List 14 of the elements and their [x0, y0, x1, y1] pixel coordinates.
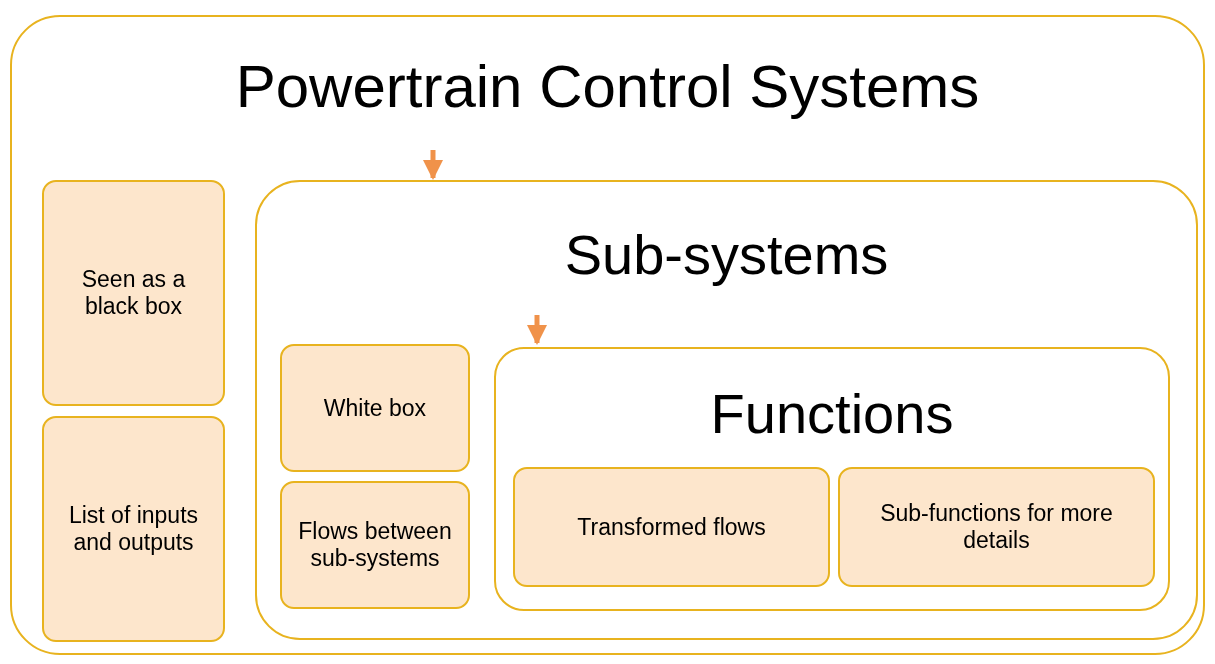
- group-title: Powertrain Control Systems: [234, 52, 981, 121]
- text-box: Transformed flows: [513, 467, 830, 587]
- arrow: [527, 315, 547, 345]
- text-box: Sub-functions for more details: [838, 467, 1155, 587]
- text-box: White box: [280, 344, 470, 472]
- group-frame: [255, 180, 1198, 640]
- text-box: List of inputs and outputs: [42, 416, 225, 642]
- group-frame: [10, 15, 1205, 655]
- group-title: Sub-systems: [563, 222, 890, 287]
- group-frame: [494, 347, 1170, 611]
- group-title: Functions: [709, 381, 955, 446]
- arrow: [423, 150, 443, 180]
- text-box: Seen as a black box: [42, 180, 225, 406]
- text-box: Flows between sub-systems: [280, 481, 470, 609]
